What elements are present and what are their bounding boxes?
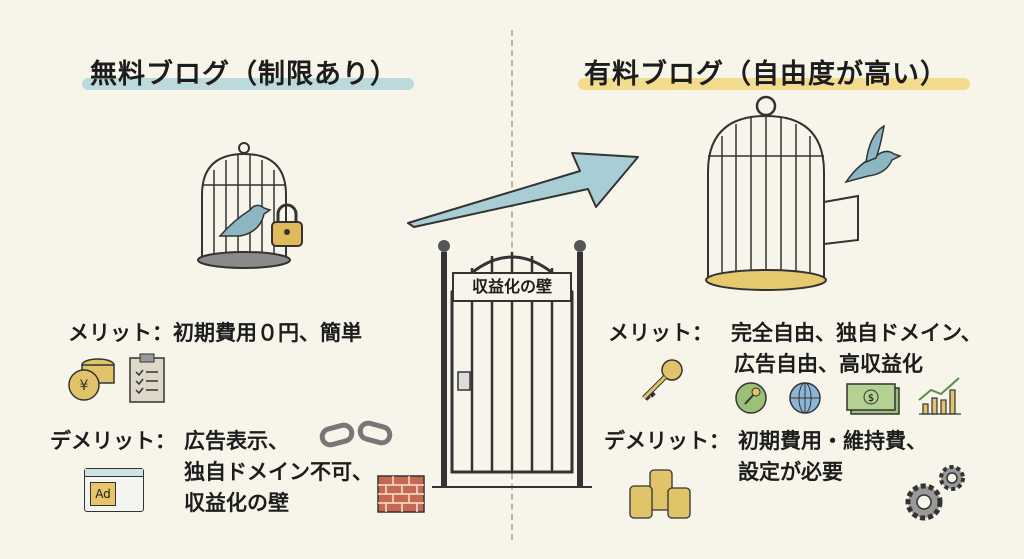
title-highlight-free bbox=[82, 78, 414, 90]
free-merit-label: メリット： bbox=[68, 321, 173, 345]
paid-blog-title: 有料ブログ（自由度が高い） bbox=[584, 59, 948, 90]
svg-text:¥: ¥ bbox=[80, 378, 89, 394]
money-icon: $ bbox=[846, 383, 900, 415]
free-demerit-line-2: 独自ドメイン不可、 bbox=[184, 460, 373, 484]
upgrade-arrow-icon bbox=[407, 152, 639, 228]
open-door-icon bbox=[823, 194, 859, 246]
paid-merit-label: メリット： bbox=[608, 321, 713, 345]
padlock-icon bbox=[271, 203, 303, 247]
flying-bird-icon bbox=[844, 124, 902, 184]
gate-lock-icon bbox=[457, 371, 471, 391]
ad-window-icon: Ad bbox=[84, 468, 144, 512]
checklist-icon bbox=[129, 353, 165, 403]
coin-stacks-icon bbox=[629, 469, 691, 519]
free-demerit-label: デメリット： bbox=[50, 429, 176, 453]
gate-icon bbox=[432, 240, 592, 488]
free-demerit-line-1: 広告表示、 bbox=[184, 429, 289, 453]
free-merit-text: 初期費用０円、簡単 bbox=[173, 321, 362, 345]
gears-icon bbox=[905, 465, 965, 521]
brick-wall-icon bbox=[377, 475, 425, 513]
free-demerit-line-3: 収益化の壁 bbox=[184, 491, 289, 515]
paid-merit-line-2: 広告自由、高収益化 bbox=[734, 352, 923, 376]
paid-demerit-label: デメリット： bbox=[604, 429, 730, 453]
locked-cage-icon bbox=[197, 142, 303, 269]
key-badge-icon bbox=[735, 382, 767, 414]
broken-chain-icon bbox=[319, 420, 393, 448]
globe-icon bbox=[789, 382, 821, 414]
title-highlight-paid bbox=[578, 78, 970, 90]
paid-merit-line-1: 完全自由、独自ドメイン、 bbox=[731, 321, 982, 345]
paid-merit-icons: $ bbox=[735, 377, 961, 415]
paid-demerit-line-2: 設定が必要 bbox=[738, 460, 843, 484]
bird-icon bbox=[218, 204, 272, 237]
growth-chart-icon bbox=[918, 377, 961, 415]
paid-demerit-line-1: 初期費用・維持費、 bbox=[738, 429, 927, 453]
yen-coins-icon: ¥ bbox=[68, 358, 115, 401]
ad-icon-text: Ad bbox=[90, 482, 116, 506]
key-icon bbox=[642, 359, 683, 401]
svg-text:$: $ bbox=[868, 393, 874, 404]
free-merit: メリット：初期費用０円、簡単 bbox=[68, 318, 362, 349]
open-cage-icon bbox=[705, 95, 902, 291]
free-blog-title: 無料ブログ（制限あり） bbox=[90, 59, 398, 90]
gate-sign: 収益化の壁 bbox=[452, 272, 572, 302]
